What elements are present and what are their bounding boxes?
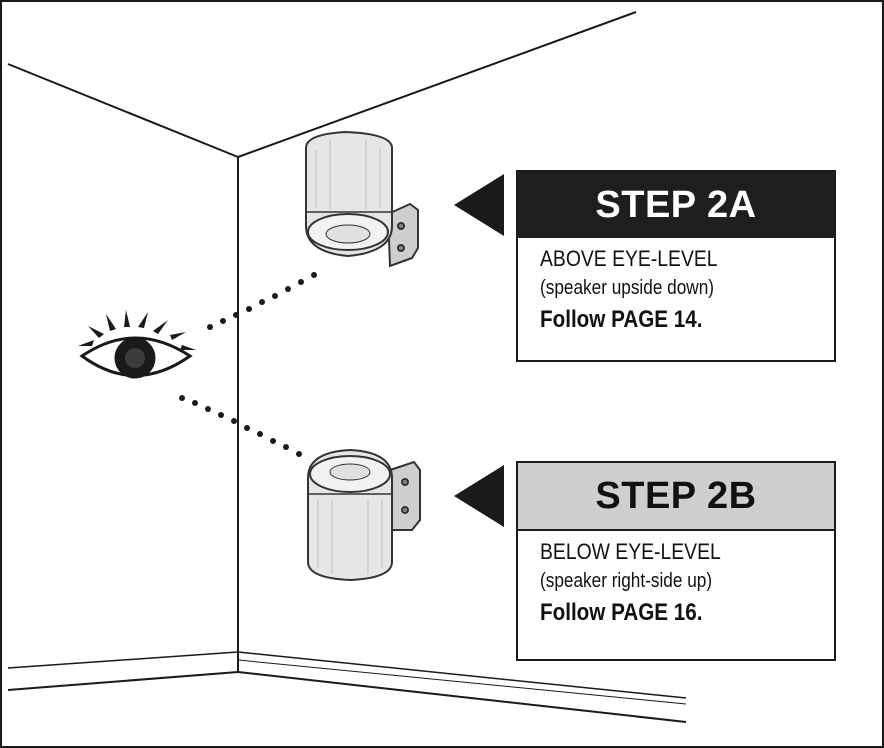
arrow-pointer-a [454,174,504,236]
sight-lines [179,272,317,457]
step-2a-page-ref: Follow PAGE 14. [540,306,703,333]
arrow-pointer-b [454,465,504,527]
ceiling-left-edge [7,63,239,158]
baseboard-left-bottom [7,671,239,691]
step-2a-line1: ABOVE EYE-LEVEL [540,246,718,271]
step-2b-title: STEP 2B [518,463,834,531]
baseboard-right-mid [237,659,687,705]
step-2b-page-ref: Follow PAGE 16. [540,599,703,626]
eye-icon [78,310,196,379]
step-2a-title: STEP 2A [518,172,834,238]
step-2b-body: BELOW EYE-LEVEL (speaker right-side up) … [518,531,834,631]
baseboard-right-top [237,651,687,699]
step-2b-line2: (speaker right-side up) [540,570,713,592]
step-2a-body: ABOVE EYE-LEVEL (speaker upside down) Fo… [518,238,834,338]
speaker-right-side-up-icon [307,448,421,582]
speaker-upside-down-icon [305,130,419,268]
ceiling-right-edge [237,11,637,158]
baseboard-right-bottom [237,671,687,723]
step-2b-line1: BELOW EYE-LEVEL [540,539,721,564]
baseboard-left-top [7,651,239,669]
step-2a-line2: (speaker upside down) [540,277,715,299]
room-lines [7,11,687,723]
step-2a-box: STEP 2A ABOVE EYE-LEVEL (speaker upside … [516,170,836,362]
step-2b-box: STEP 2B BELOW EYE-LEVEL (speaker right-s… [516,461,836,661]
